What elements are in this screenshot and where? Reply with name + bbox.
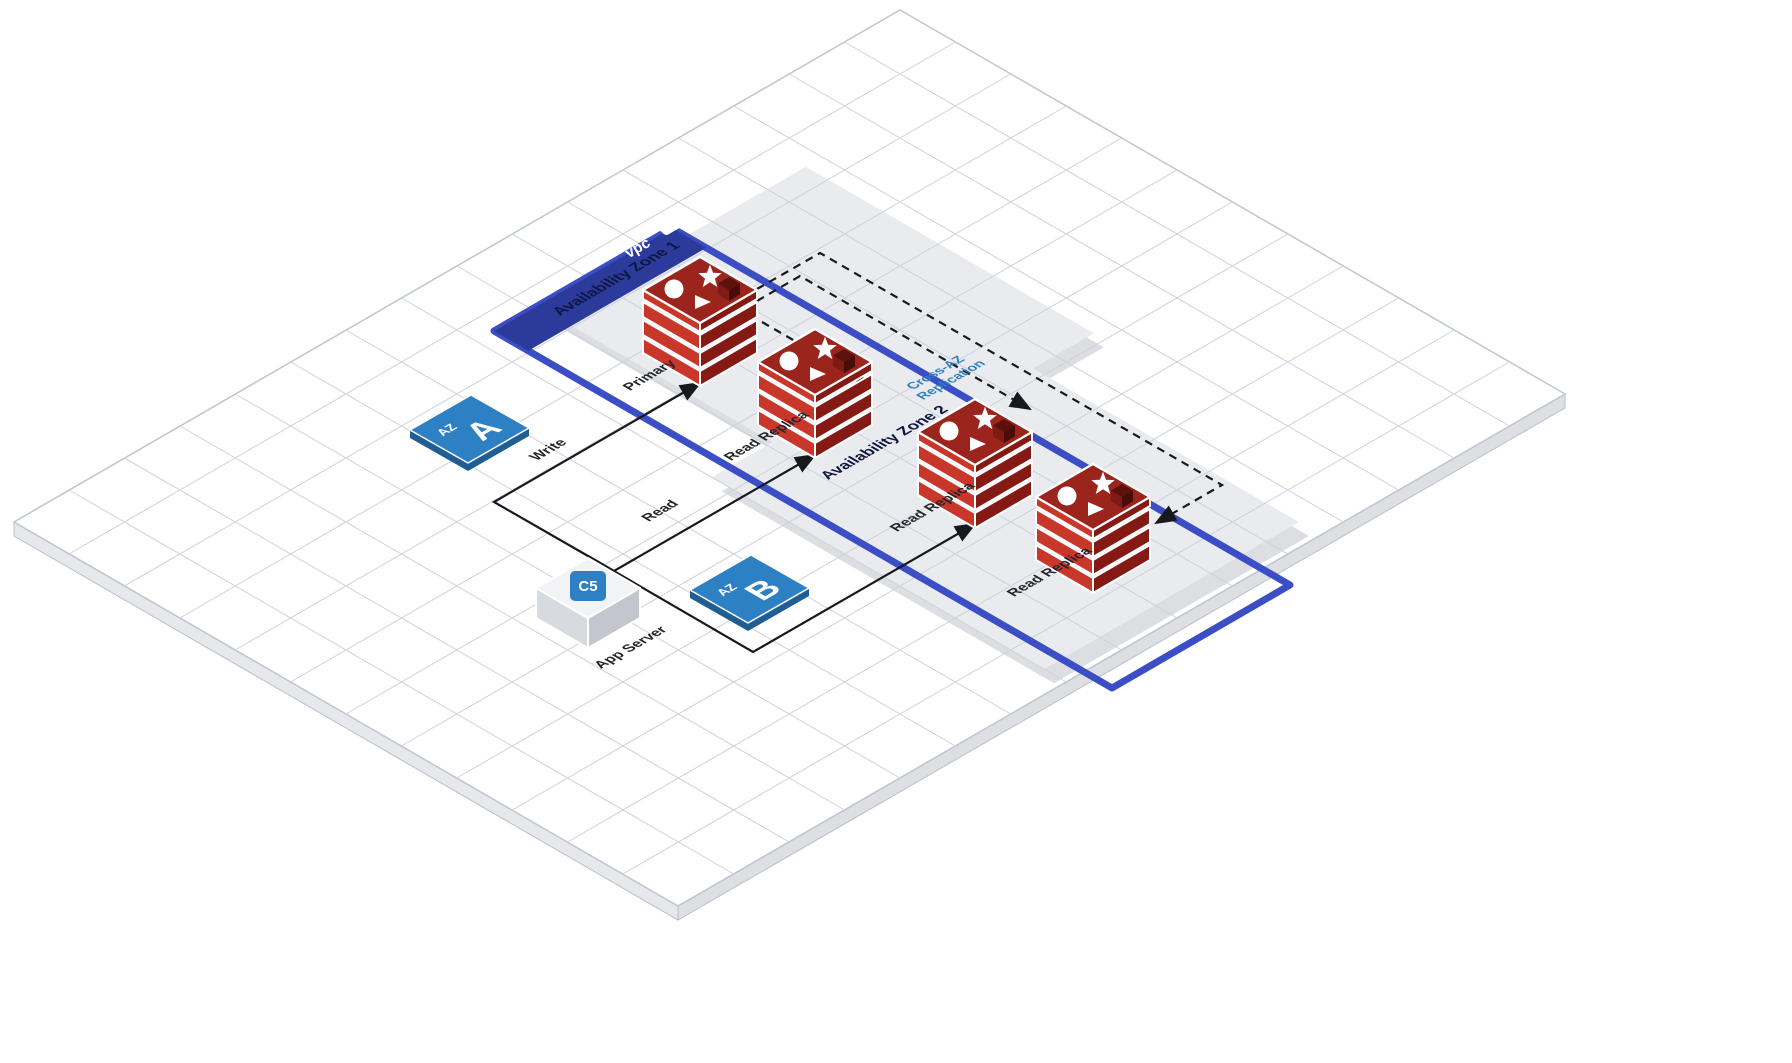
az-badge-a: AZ A <box>409 394 530 471</box>
cloud-icon <box>659 210 688 235</box>
vpc-banner <box>494 228 707 351</box>
replication-edge-b2 <box>756 251 1225 525</box>
edges <box>491 251 1225 654</box>
vpc-group: vpc <box>490 210 1294 692</box>
read-edge-az2 <box>587 522 977 654</box>
replication-edge-b1 <box>756 274 1032 411</box>
az-badge-b: AZ B <box>689 554 810 631</box>
vpc-boundary <box>490 224 1294 692</box>
write-edge <box>491 381 702 557</box>
app-server-box: C5 <box>535 557 641 649</box>
instance-type-label: C5 <box>578 578 597 595</box>
instance-type-badge <box>570 571 606 601</box>
